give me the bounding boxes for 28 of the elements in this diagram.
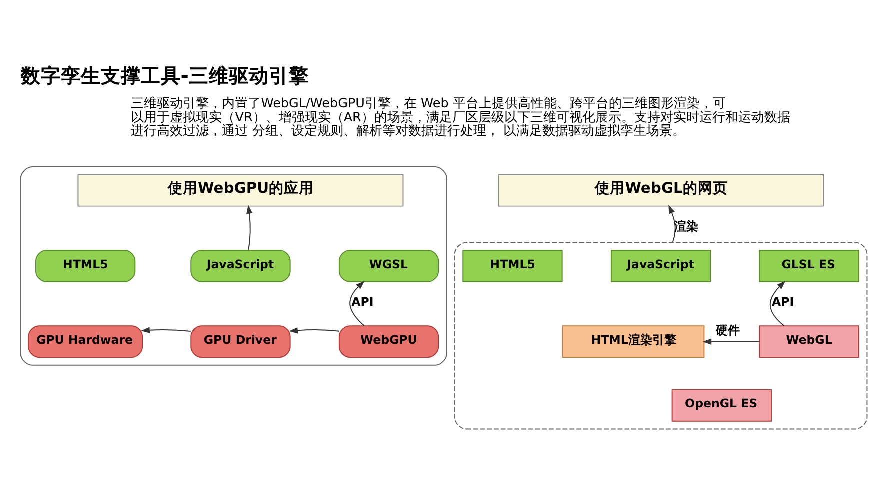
arrow: [246, 204, 253, 250]
arrow: [668, 204, 676, 243]
arrow: [770, 280, 786, 326]
label: 三维驱动引擎，内置了WebGL/WebGPU引擎，在 Web 平台上提供高性能、跨平台的三维图形渲染，可以用于虚拟现实（VR）、增强现实（AR）的场景，满足厂区层级以下三维可视化展示。支持对实时运行和运动数据进行高效过滤，通过 分组、设定规则、解析等对数据进行处理， 以满足数据驱动虚拟孪生场景。: [131, 96, 790, 139]
edge-label: 硬件: [716, 323, 740, 338]
cluster: [454, 242, 868, 430]
node-box: GLSL ES: [759, 250, 860, 282]
edge-label: API: [772, 294, 794, 309]
node-box: OpenGL ES: [672, 388, 772, 422]
node-box: GPU Hardware: [28, 325, 144, 358]
arrow: [141, 326, 192, 333]
node-box: 使用WebGL的网页: [498, 174, 824, 206]
node-box: JavaScript: [190, 250, 291, 282]
node-box: JavaScript: [610, 250, 712, 282]
node-box: HTML5: [36, 250, 136, 282]
node-box: GPU Driver: [190, 325, 291, 358]
node-box: 使用WebGPU的应用: [78, 174, 404, 206]
arrow: [289, 327, 340, 334]
node-box: WebGL: [759, 325, 860, 358]
node-box: WGSL: [338, 250, 440, 282]
arrow: [350, 280, 365, 326]
diagram-title: 数字孪生支撑工具-三维驱动引擎: [20, 64, 309, 88]
node-box: HTML5: [462, 250, 563, 282]
edge-label: API: [352, 294, 374, 309]
cluster: [20, 166, 448, 366]
arrow: [702, 338, 760, 344]
node-box: WebGPU: [338, 325, 440, 358]
node-box: HTML渲染引擎: [562, 325, 705, 358]
